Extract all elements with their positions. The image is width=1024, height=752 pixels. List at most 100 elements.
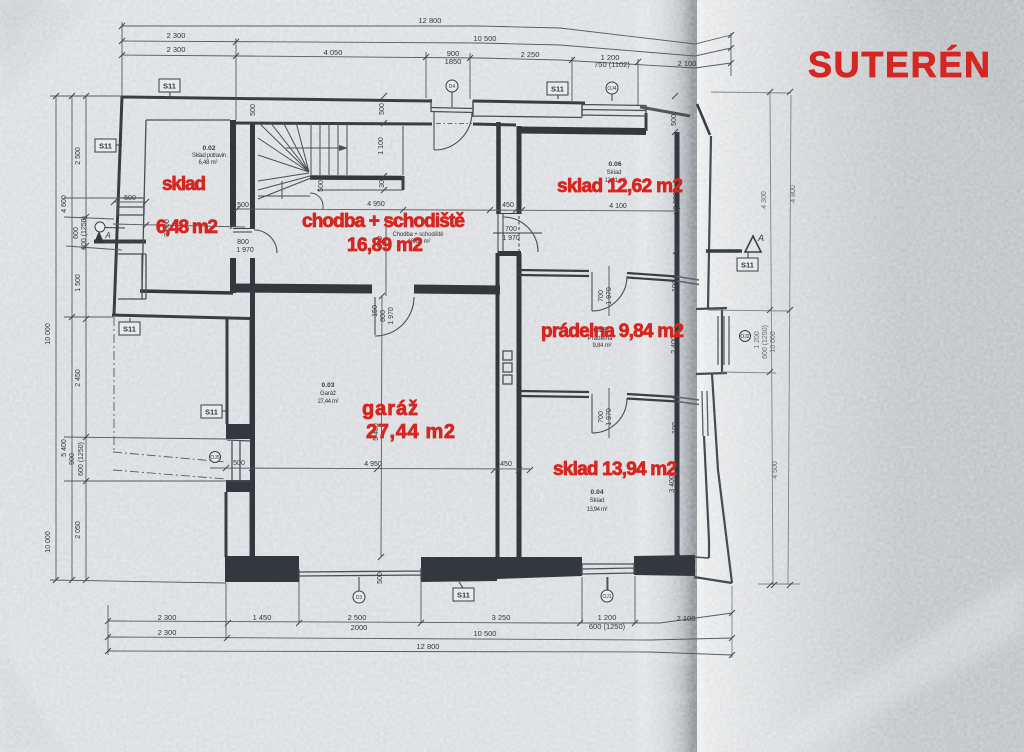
- svg-text:4 100: 4 100: [609, 203, 627, 210]
- svg-text:1 100: 1 100: [378, 137, 385, 155]
- svg-text:0.04: 0.04: [591, 489, 604, 496]
- svg-text:600 (1250): 600 (1250): [762, 325, 769, 359]
- svg-text:800: 800: [377, 236, 384, 248]
- svg-text:500: 500: [250, 104, 257, 116]
- svg-text:2000: 2000: [351, 623, 368, 632]
- svg-text:1 200: 1 200: [601, 53, 620, 62]
- svg-text:0.06: 0.06: [609, 161, 622, 168]
- svg-text:1 970: 1 970: [388, 307, 395, 325]
- svg-text:Garáž: Garáž: [320, 391, 336, 397]
- svg-text:9,84 m²: 9,84 m²: [593, 343, 612, 349]
- svg-text:garáž: garáž: [362, 398, 418, 420]
- svg-text:2 100: 2 100: [678, 59, 697, 68]
- svg-text:600 (1250): 600 (1250): [81, 216, 88, 250]
- svg-text:800: 800: [380, 310, 387, 322]
- svg-text:450: 450: [502, 202, 514, 209]
- svg-text:prádelna 9,84 m2: prádelna 9,84 m2: [541, 321, 684, 342]
- svg-text:600: 600: [73, 227, 80, 239]
- svg-text:2 450: 2 450: [75, 369, 82, 387]
- svg-text:S11: S11: [457, 591, 470, 600]
- svg-text:6,48 m2: 6,48 m2: [156, 217, 218, 238]
- svg-text:700: 700: [598, 290, 605, 302]
- svg-text:13,94 m²: 13,94 m²: [587, 507, 608, 513]
- svg-text:4 800: 4 800: [790, 185, 797, 203]
- svg-text:3 000: 3 000: [673, 192, 680, 210]
- svg-text:0.03: 0.03: [322, 382, 335, 389]
- svg-text:2 400: 2 400: [671, 336, 678, 354]
- svg-text:chodba + schodiště: chodba + schodiště: [302, 211, 465, 232]
- svg-text:2 300: 2 300: [158, 613, 177, 622]
- svg-text:10 000: 10 000: [45, 531, 52, 553]
- svg-text:3 600: 3 600: [164, 219, 171, 237]
- svg-text:700: 700: [598, 411, 605, 423]
- svg-text:27,44 m2: 27,44 m2: [366, 421, 455, 443]
- svg-text:10 000: 10 000: [45, 323, 52, 345]
- svg-text:10 000: 10 000: [770, 331, 777, 353]
- svg-text:A: A: [104, 231, 110, 240]
- svg-text:A: A: [757, 233, 764, 243]
- svg-text:2 100: 2 100: [677, 614, 696, 623]
- svg-text:1 970: 1 970: [502, 235, 520, 242]
- svg-text:1 200: 1 200: [754, 331, 761, 349]
- svg-text:500: 500: [237, 202, 249, 209]
- svg-text:sklad: sklad: [162, 174, 206, 195]
- svg-text:1 970: 1 970: [236, 247, 254, 254]
- svg-text:1850: 1850: [445, 57, 462, 66]
- svg-text:OJ2: OJ2: [740, 334, 749, 340]
- svg-text:Sklad: Sklad: [590, 498, 605, 504]
- svg-text:500: 500: [671, 114, 678, 126]
- svg-text:4 950: 4 950: [367, 201, 385, 208]
- svg-text:750 (1102): 750 (1102): [594, 60, 630, 69]
- svg-text:4 950: 4 950: [364, 461, 382, 468]
- svg-text:1 970: 1 970: [606, 408, 613, 426]
- svg-text:Prádelna: Prádelna: [588, 336, 614, 342]
- svg-text:150: 150: [372, 305, 379, 317]
- svg-text:2 500: 2 500: [348, 613, 367, 622]
- svg-text:OJ4: OJ4: [607, 86, 616, 92]
- svg-text:1 970: 1 970: [606, 287, 613, 305]
- svg-text:27,44 m²: 27,44 m²: [318, 399, 339, 405]
- svg-text:0.05: 0.05: [594, 327, 607, 334]
- svg-text:500: 500: [124, 195, 136, 202]
- svg-text:3 250: 3 250: [492, 613, 511, 622]
- svg-text:12 800: 12 800: [419, 16, 442, 25]
- svg-text:5 400: 5 400: [61, 439, 68, 457]
- svg-text:2 050: 2 050: [75, 521, 82, 539]
- svg-text:S11: S11: [205, 408, 218, 417]
- svg-text:OJ1: OJ1: [602, 594, 611, 600]
- svg-text:2 250: 2 250: [521, 50, 540, 59]
- svg-text:2 300: 2 300: [167, 45, 186, 54]
- svg-text:D4: D4: [449, 84, 456, 90]
- svg-text:4 500: 4 500: [772, 461, 779, 479]
- svg-text:500: 500: [233, 460, 245, 467]
- svg-text:sklad 12,62 m2: sklad 12,62 m2: [557, 176, 683, 197]
- svg-text:1 450: 1 450: [253, 613, 272, 622]
- svg-text:12 800: 12 800: [417, 642, 440, 651]
- svg-text:500: 500: [377, 572, 384, 584]
- svg-text:S11: S11: [741, 261, 754, 270]
- svg-text:1 500: 1 500: [75, 274, 82, 292]
- svg-text:500: 500: [379, 103, 386, 115]
- svg-text:S11: S11: [163, 82, 176, 91]
- svg-text:sklad 13,94 m2: sklad 13,94 m2: [553, 459, 677, 480]
- svg-text:Chodba + schodiště: Chodba + schodiště: [393, 232, 445, 238]
- svg-text:16,89 m²: 16,89 m²: [408, 239, 431, 245]
- svg-text:300: 300: [379, 176, 386, 188]
- svg-text:4 300: 4 300: [761, 191, 768, 209]
- svg-text:500: 500: [672, 561, 679, 573]
- svg-text:450: 450: [500, 461, 512, 468]
- svg-text:2 500: 2 500: [75, 147, 82, 165]
- svg-text:100: 100: [672, 422, 679, 434]
- svg-text:4 600: 4 600: [61, 195, 68, 213]
- svg-text:Sklad: Sklad: [607, 170, 622, 176]
- svg-text:3 400: 3 400: [669, 475, 676, 493]
- svg-text:S11: S11: [99, 142, 112, 151]
- svg-text:500: 500: [318, 180, 325, 192]
- svg-text:900: 900: [447, 49, 460, 58]
- svg-text:0.02: 0.02: [203, 145, 216, 152]
- svg-text:4 050: 4 050: [324, 48, 343, 57]
- svg-text:2 300: 2 300: [158, 628, 177, 637]
- svg-text:6,48 m²: 6,48 m²: [199, 160, 218, 166]
- svg-text:SUTERÉN: SUTERÉN: [808, 44, 990, 85]
- svg-text:1 200: 1 200: [598, 613, 617, 622]
